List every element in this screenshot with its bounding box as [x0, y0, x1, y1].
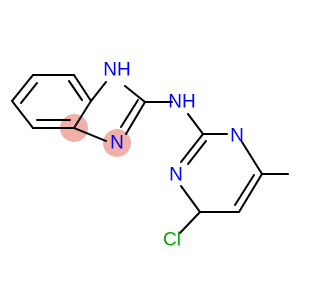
atom-label-cl: Cl	[163, 230, 181, 251]
bond	[241, 141, 263, 175]
bond	[68, 80, 83, 101]
bond	[90, 81, 107, 102]
bond	[125, 101, 146, 135]
atom-label-nh-benzimidazole: NH	[103, 60, 130, 81]
bond	[11, 100, 34, 129]
bond	[73, 127, 107, 142]
bond	[180, 133, 204, 163]
bond	[234, 174, 255, 206]
atom-highlight-n3	[103, 129, 131, 157]
bond	[187, 140, 207, 165]
bond	[20, 82, 38, 104]
bond	[120, 99, 139, 128]
bond	[124, 85, 146, 103]
atom-label-n3-benzimidazole: N	[110, 133, 124, 154]
bond	[180, 185, 201, 213]
bond	[11, 74, 34, 102]
bond	[238, 173, 263, 213]
bond	[179, 211, 201, 234]
molecule-diagram: NH N NH N N Cl	[11, 60, 289, 251]
bond	[73, 100, 92, 129]
atom-label-nh-linker: NH	[168, 92, 195, 113]
atom-label-n-pyrimidine-upper: N	[230, 126, 244, 147]
bond	[187, 113, 204, 135]
bond	[73, 74, 92, 102]
atom-label-n-pyrimidine-lower: N	[169, 165, 183, 186]
